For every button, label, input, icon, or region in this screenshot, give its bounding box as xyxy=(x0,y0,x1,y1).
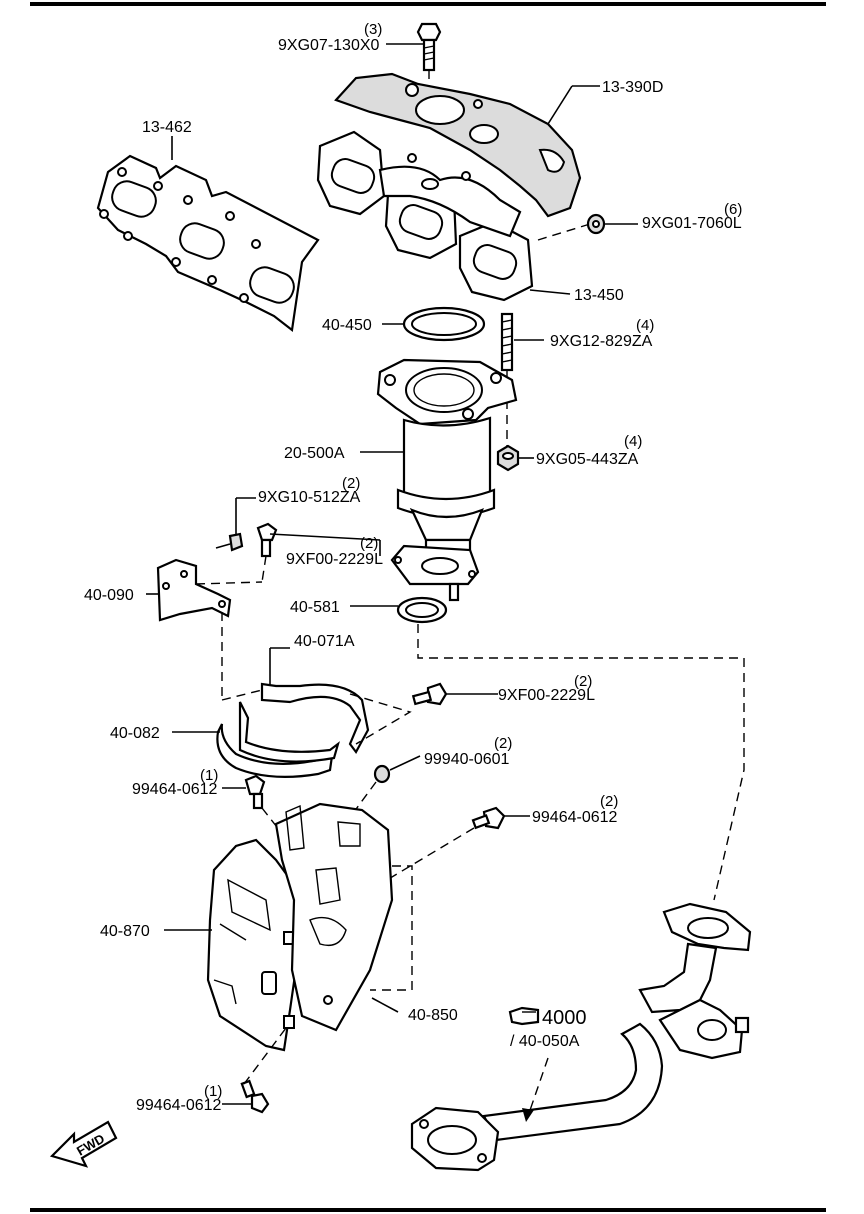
qty-99940: (2) xyxy=(494,735,512,752)
qty-9xg10: (2) xyxy=(342,475,360,492)
label-9xg12-829za: 9XG12-829ZA xyxy=(550,333,653,350)
nut-9xg01 xyxy=(586,213,638,235)
qty-99464-b: (2) xyxy=(600,793,618,810)
qty-9xg01: (6) xyxy=(724,201,742,218)
fwd-arrow-icon: FWD xyxy=(49,1120,118,1168)
label-99464-0612-b: 99464-0612 xyxy=(532,809,618,826)
bolt-9xf00-lower xyxy=(411,682,498,706)
nut-9xg05 xyxy=(496,444,534,472)
clamp-40-082 xyxy=(172,689,412,778)
pointing-hand-icon xyxy=(508,1006,540,1026)
washer-99940 xyxy=(347,755,421,821)
front-pipe-40-050a xyxy=(410,902,752,1172)
label-9xf00-2229l-upper: 9XF00-2229L xyxy=(286,551,383,568)
qty-99464-a: (1) xyxy=(200,767,218,784)
labels: (3) 9XG07-130X0 13-390D 13-462 (6) 9XG01… xyxy=(84,21,742,1114)
gasket-13-462 xyxy=(96,136,320,333)
label-9xg10-512za: 9XG10-512ZA xyxy=(258,489,361,506)
ref-4000: 4000 xyxy=(542,1007,587,1029)
label-40-581: 40-581 xyxy=(290,599,340,616)
label-9xg01-7060l: 9XG01-7060L xyxy=(642,215,742,232)
gasket-40-581 xyxy=(350,596,745,901)
stud-9xg12 xyxy=(500,312,544,450)
qty-9xf00-lower: (2) xyxy=(574,673,592,690)
qty-99464-c: (1) xyxy=(204,1083,222,1100)
label-99940-0601: 99940-0601 xyxy=(424,751,510,768)
label-20-500a: 20-500A xyxy=(284,445,345,462)
bolt-9xf00-upper xyxy=(256,522,381,583)
label-40-082: 40-082 xyxy=(110,725,160,742)
label-40-090: 40-090 xyxy=(84,587,134,604)
page-border xyxy=(30,2,826,1212)
label-9xg07-130x0: 9XG07-130X0 xyxy=(278,37,380,54)
label-13-390d: 13-390D xyxy=(602,79,663,96)
insulator-40-870 xyxy=(206,838,302,1052)
qty-9xg05: (4) xyxy=(624,433,642,450)
label-40-450: 40-450 xyxy=(322,317,372,334)
bolt-99464-c xyxy=(222,1027,287,1114)
label-9xg05-443za: 9XG05-443ZA xyxy=(536,451,639,468)
bolt-9xg10 xyxy=(215,497,256,552)
label-40-870: 40-870 xyxy=(100,923,150,940)
heat-shield-13-390d xyxy=(334,72,600,218)
label-40-071a: 40-071A xyxy=(294,633,355,650)
qty-9xf00-upper: (2) xyxy=(360,535,378,552)
bolt-99464-a xyxy=(222,774,285,837)
label-9xf00-2229l-lower: 9XF00-2229L xyxy=(498,687,595,704)
gasket-ring-40-450 xyxy=(382,306,486,342)
insulator-40-850 xyxy=(274,802,413,1032)
band-40-071a xyxy=(260,647,370,755)
ref-40-050a: / 40-050A xyxy=(510,1033,580,1050)
label-99464-0612-a: 99464-0612 xyxy=(132,781,218,798)
label-13-462: 13-462 xyxy=(142,119,192,136)
qty-9xg12: (4) xyxy=(636,317,654,334)
label-99464-0612-c: 99464-0612 xyxy=(136,1097,222,1114)
qty-9xg07: (3) xyxy=(364,21,382,38)
label-13-450: 13-450 xyxy=(574,287,624,304)
label-40-850: 40-850 xyxy=(408,1007,458,1024)
bracket-40-090 xyxy=(146,558,263,700)
bolt-9xg07 xyxy=(386,22,442,92)
catalytic-converter-20-500a xyxy=(360,358,518,602)
exhaust-manifold-13-450 xyxy=(316,130,591,302)
